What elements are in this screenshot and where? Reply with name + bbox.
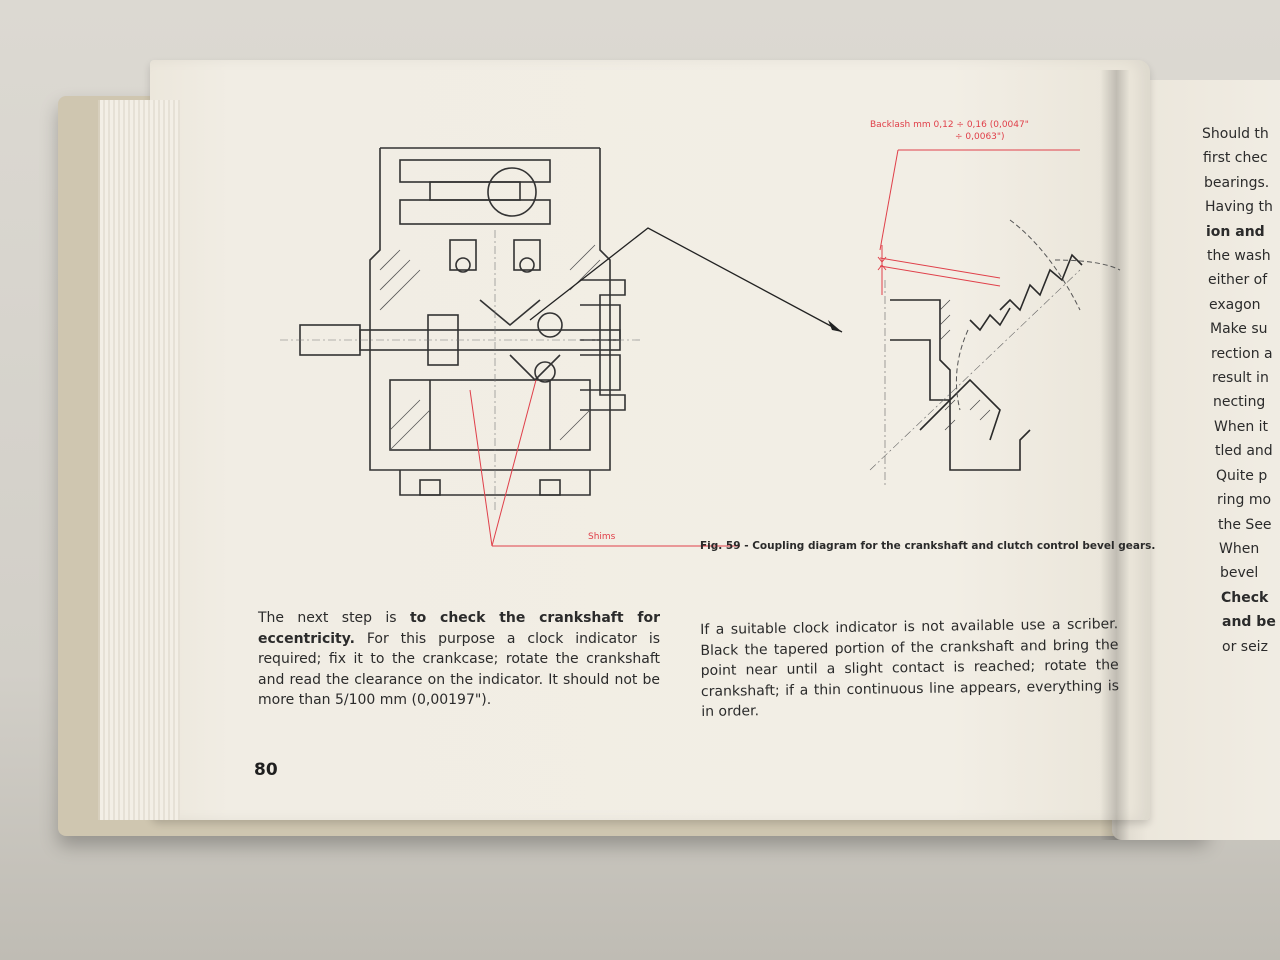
right-page-line: or seiz — [1222, 638, 1268, 655]
crankcase-section-drawing — [280, 147, 640, 510]
figure-caption: Fig. 59 - Coupling diagram for the crank… — [700, 540, 1155, 552]
left-column-rest: For this purpose a clock indicator is re… — [258, 630, 660, 709]
left-column-text: The next step is to check the crankshaft… — [258, 608, 660, 711]
right-page-line: exagon — [1209, 296, 1261, 313]
bevel-gear-detail-drawing — [869, 149, 1121, 485]
right-page-fragments: Should th first chec bearings. Having th ion… — [1202, 122, 1280, 659]
shims-leader-lines — [469, 379, 740, 547]
right-page-line: and be — [1222, 614, 1276, 631]
right-column-text: If a suitable clock indicator is not ava… — [700, 616, 1120, 720]
right-page-line: either of — [1208, 272, 1268, 289]
shims-label: Shims — [588, 532, 616, 542]
right-page-line: the wash — [1207, 248, 1271, 265]
backlash-label-second-line: ÷ 0,0063") — [955, 132, 1005, 142]
left-column-intro: The next step is — [258, 610, 410, 626]
right-page-line: ion and — [1206, 223, 1265, 240]
right-page-line: bevel — [1220, 565, 1259, 582]
right-page-line: Having th — [1205, 199, 1273, 216]
right-page-line: first chec — [1203, 150, 1268, 167]
right-page-line: ring mo — [1217, 492, 1272, 509]
right-page-line: tled and — [1215, 443, 1273, 460]
figure-caption-text: Coupling diagram for the crankshaft and … — [752, 540, 1156, 552]
backlash-label: Backlash mm 0,12 ÷ 0,16 (0,0047" — [870, 120, 1029, 130]
page-number: 80 — [254, 760, 278, 780]
right-page-line: Check — [1221, 589, 1269, 606]
right-page-line: Make su — [1210, 321, 1268, 338]
book-gutter — [1100, 70, 1130, 840]
right-page-line: the See — [1218, 516, 1272, 533]
right-page-line: rection a — [1211, 345, 1273, 362]
right-page-line: Quite p — [1216, 467, 1268, 484]
left-column-bold: to check the crankshaft for eccentricity… — [258, 610, 660, 647]
right-page-line: When — [1219, 540, 1260, 557]
right-page-line: result in — [1212, 370, 1269, 387]
page-edges — [98, 100, 180, 820]
right-page-line: Should th — [1202, 126, 1269, 142]
right-page-line: bearings. — [1204, 174, 1270, 191]
right-page-line: necting — [1213, 394, 1266, 411]
detail-pointer-arrow — [529, 227, 843, 333]
left-page — [150, 60, 1150, 820]
figure-caption-prefix: Fig. 59 - — [700, 540, 753, 552]
right-page-line: When it — [1214, 418, 1269, 435]
